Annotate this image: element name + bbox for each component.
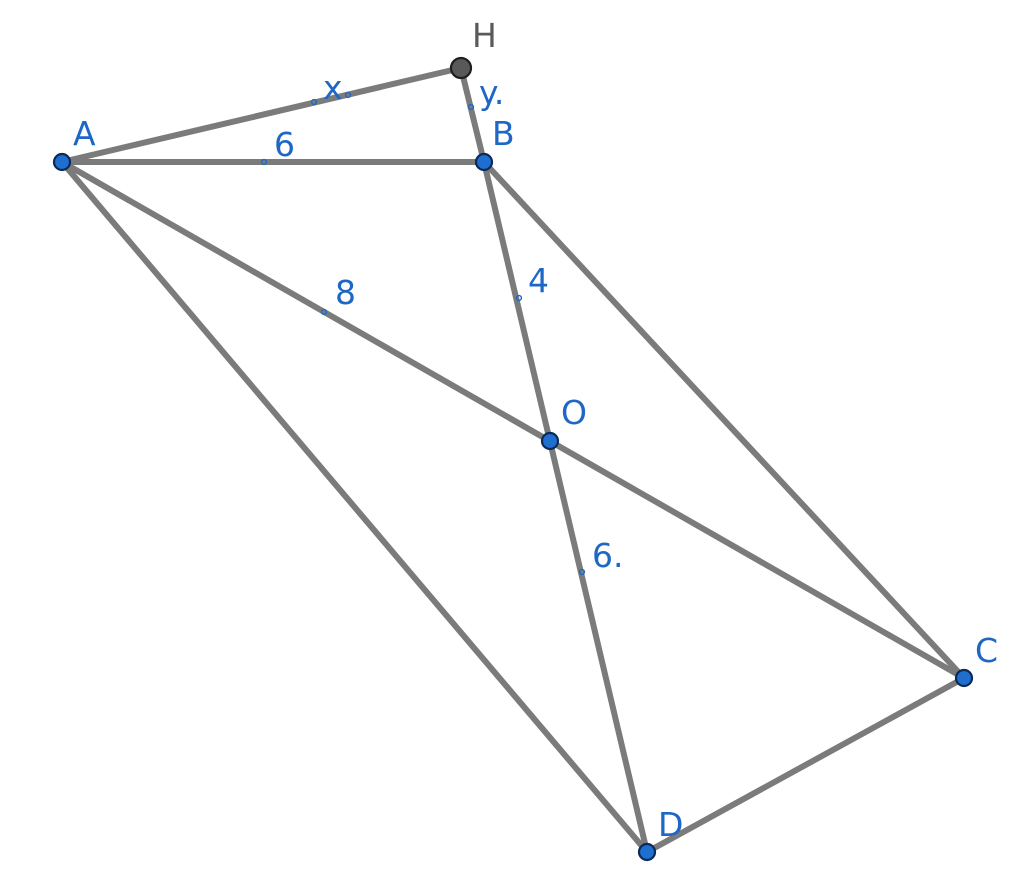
point-label-H: H [472,16,497,55]
point-label-D: D [658,805,683,844]
segment-label-AB: 6 [274,125,295,164]
point-label-O: O [561,393,587,432]
point-O[interactable] [540,431,560,451]
segment-label-BO: 4 [528,261,549,300]
segment-BD [481,159,650,855]
segment-BC [481,159,967,681]
segment-CD [644,675,967,855]
point-D[interactable] [637,842,657,862]
point-H[interactable] [449,56,473,80]
midpoint-marker-AH-2 [344,91,352,99]
midpoint-marker-HB [467,103,475,111]
point-A[interactable] [52,152,72,172]
point-B[interactable] [474,152,494,172]
segment-HB [458,65,487,165]
point-label-C: C [975,631,998,670]
point-C[interactable] [954,668,974,688]
segment-label-OD: 6. [592,536,624,575]
segment-AC [59,159,967,681]
midpoint-marker-AB [260,158,268,166]
midpoint-marker-BO [515,294,523,302]
segment-label-HB: y. [479,73,504,112]
segment-AD [59,159,650,855]
midpoint-marker-OD [578,568,586,576]
segment-label-AO: 8 [335,273,356,312]
midpoint-marker-AO [320,308,328,316]
point-label-B: B [492,114,515,153]
point-label-A: A [73,114,96,153]
segment-AH [59,65,464,165]
midpoint-marker-AH [310,98,318,106]
segment-label-AH: x [323,68,343,107]
